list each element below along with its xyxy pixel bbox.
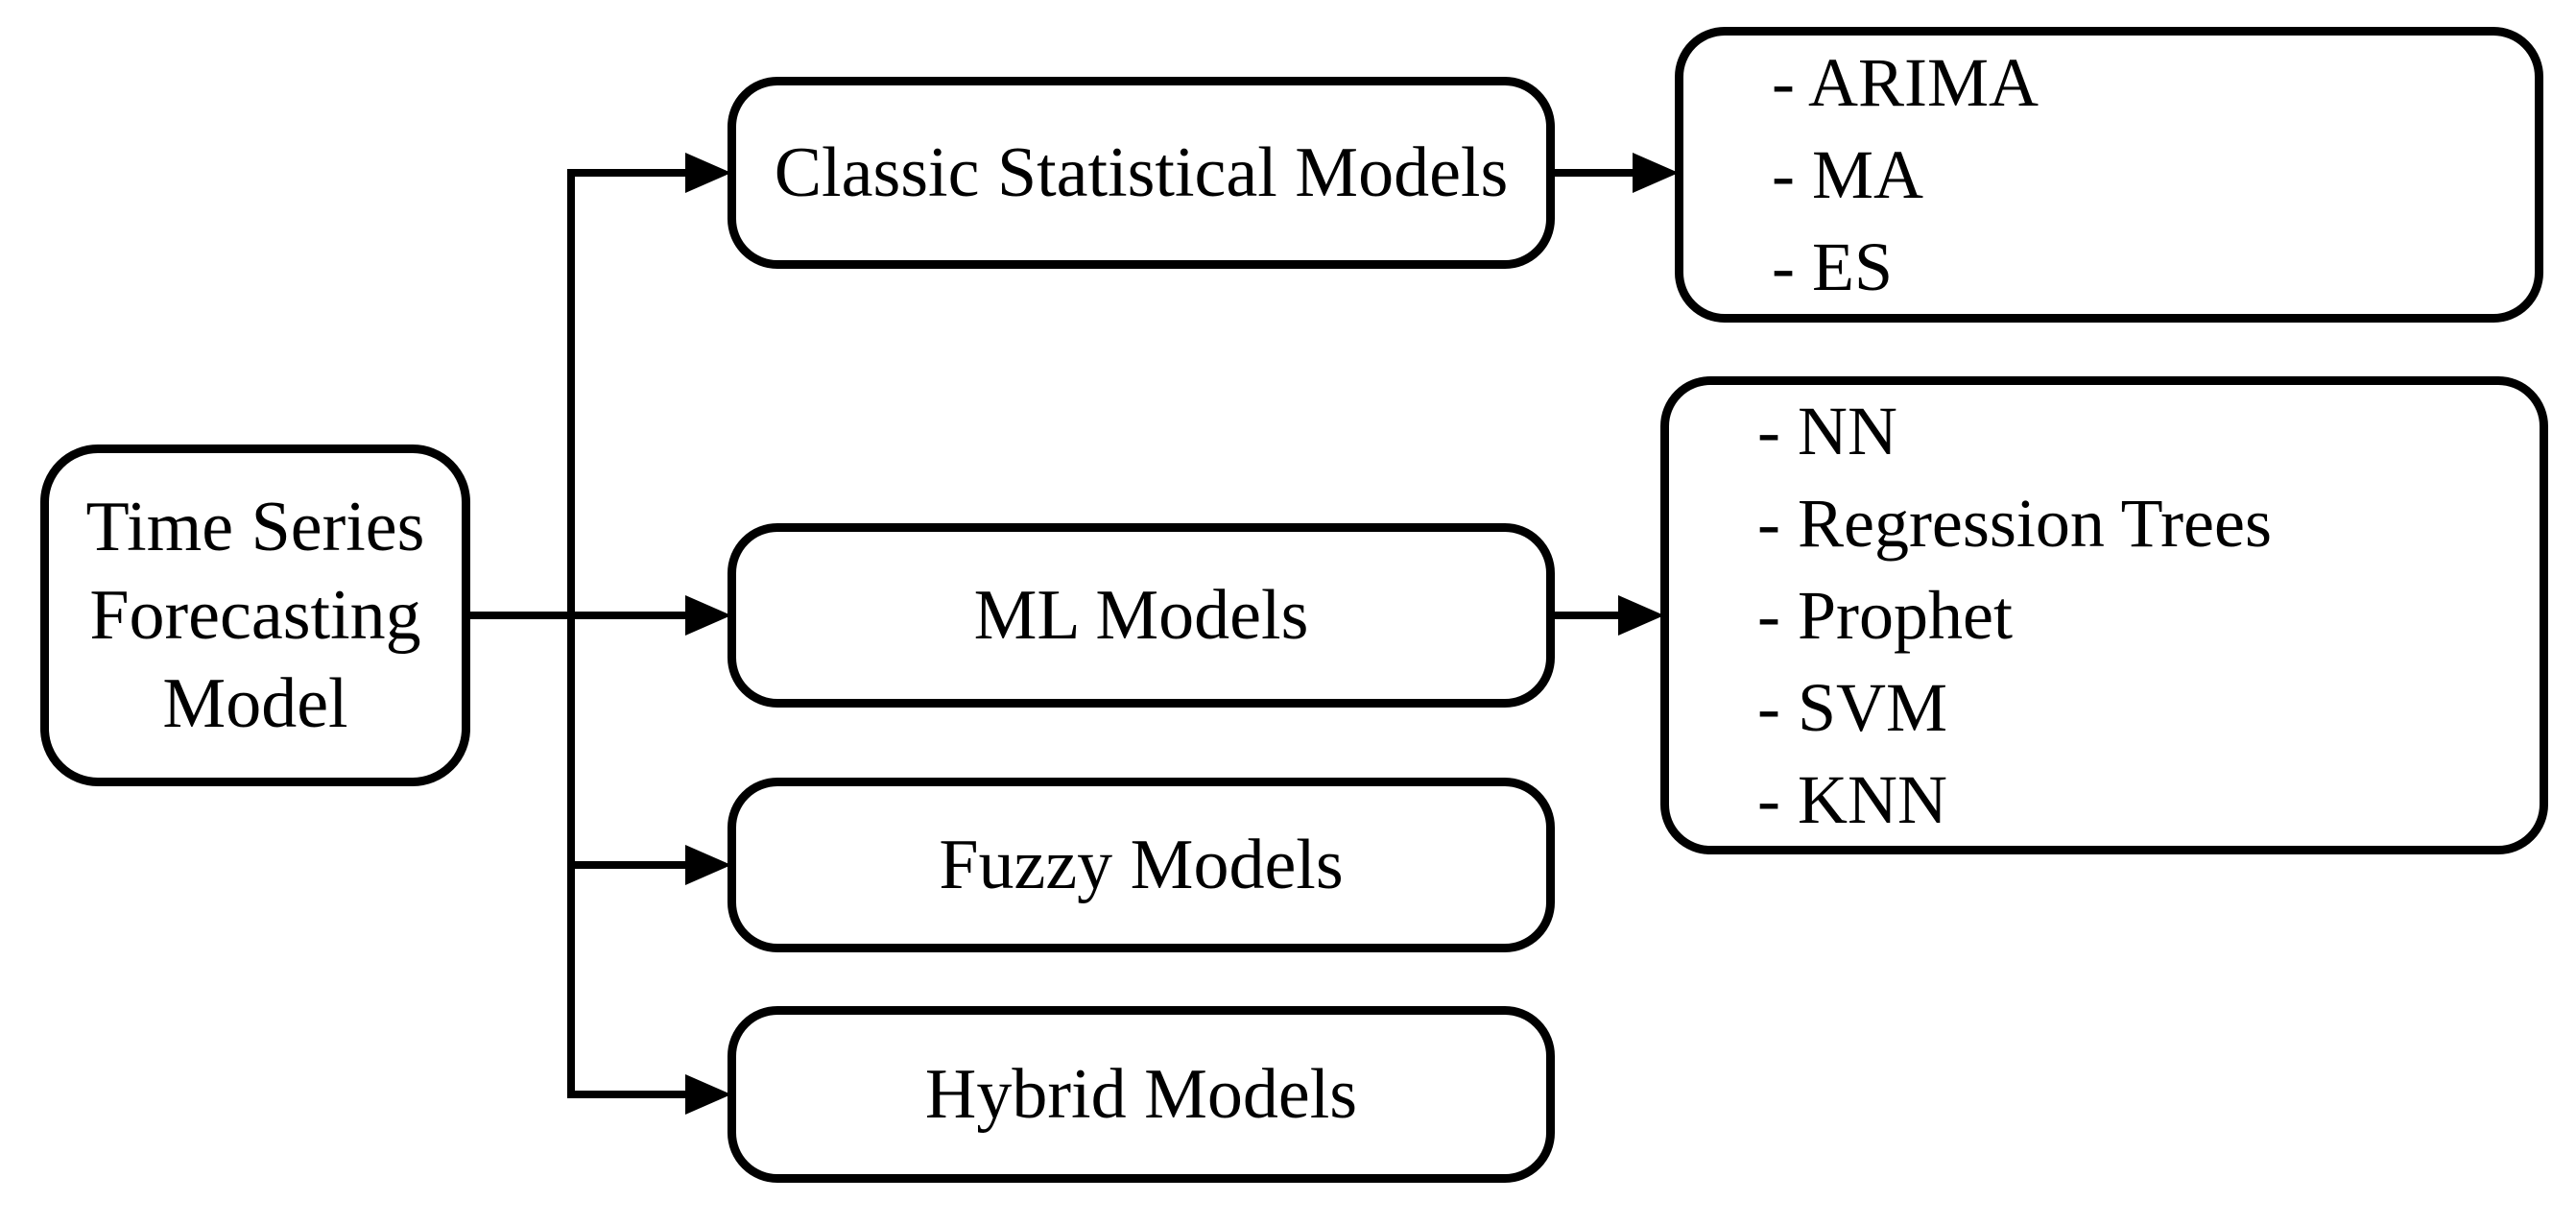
category-box-classic-statistical-models: Classic Statistical Models bbox=[727, 77, 1555, 269]
category-label: Hybrid Models bbox=[924, 1054, 1358, 1134]
arrowhead-hybrid bbox=[685, 1074, 731, 1115]
list-item: - SVM bbox=[1757, 669, 1948, 746]
list-item: - Prophet bbox=[1757, 577, 2013, 654]
root-box-line: Forecasting bbox=[89, 576, 421, 655]
category-box-hybrid-models: Hybrid Models bbox=[727, 1006, 1555, 1183]
list-item: - ES bbox=[1772, 228, 1893, 305]
category-label: Classic Statistical Models bbox=[774, 132, 1509, 212]
list-item: - NN bbox=[1757, 393, 1897, 469]
detail-box-ml-examples: - NN - Regression Trees - Prophet - SVM … bbox=[1660, 376, 2548, 854]
arrowhead-ml bbox=[685, 595, 731, 636]
arrowhead-arima-list bbox=[1633, 153, 1679, 193]
list-item: - ARIMA bbox=[1772, 44, 2039, 121]
list-item: - MA bbox=[1772, 136, 1923, 213]
arrowhead-nn-list bbox=[1618, 595, 1664, 636]
root-box-time-series-forecasting-model: Time Series Forecasting Model bbox=[40, 444, 470, 786]
list-item: - KNN bbox=[1757, 761, 1947, 838]
category-box-fuzzy-models: Fuzzy Models bbox=[727, 778, 1555, 952]
arrowhead-fuzzy bbox=[685, 845, 731, 885]
arrowhead-classic bbox=[685, 153, 731, 193]
category-label: ML Models bbox=[973, 575, 1309, 655]
detail-box-classic-statistical-examples: - ARIMA - MA - ES bbox=[1675, 27, 2543, 323]
category-box-ml-models: ML Models bbox=[727, 523, 1555, 708]
category-label: Fuzzy Models bbox=[939, 825, 1344, 904]
root-box-line: Model bbox=[162, 664, 348, 743]
root-box-line: Time Series bbox=[85, 488, 425, 566]
list-item: - Regression Trees bbox=[1757, 485, 2272, 562]
